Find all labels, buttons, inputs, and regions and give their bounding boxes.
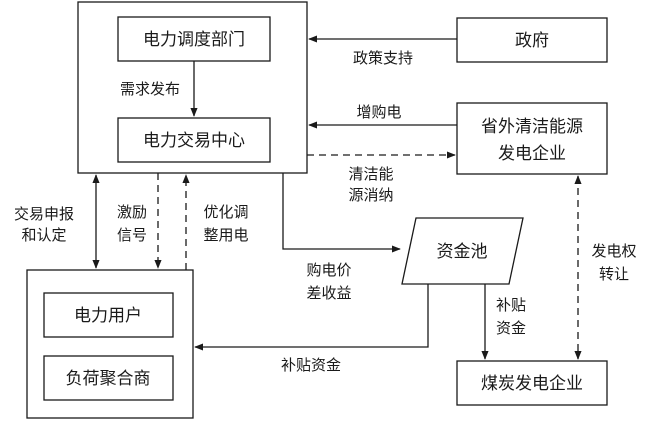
power-user-node [43, 292, 174, 338]
clean-consumption-label-line1: 清洁能 [348, 165, 393, 183]
load-aggregator-node [43, 355, 174, 401]
power-user-label: 电力用户 [74, 306, 142, 326]
price-gain-label-line1: 购电价 [306, 261, 351, 279]
dispatch-node [117, 16, 271, 62]
fund-pool-node [401, 217, 524, 285]
demand-release-label: 需求发布 [120, 80, 180, 98]
buy-more-label: 增购电 [356, 103, 401, 121]
trading-center-label: 电力交易中心 [143, 131, 245, 151]
dispatch-label: 电力调度部门 [143, 30, 245, 50]
trade-declaration-label-line1: 交易申报 [14, 205, 74, 223]
fund-pool-label: 资金池 [437, 242, 488, 262]
clean-generator-label-line2: 发电企业 [498, 144, 566, 164]
government-node [456, 17, 608, 63]
optimize-usage-label-line2: 整用电 [203, 226, 248, 244]
subsidy-to-users-label: 补贴资金 [281, 356, 341, 374]
policy-support-label: 政策支持 [353, 49, 413, 67]
subsidy-fund-label-line1: 补贴 [496, 296, 526, 314]
clean-consumption-label-line2: 源消纳 [348, 186, 393, 204]
clean-generator-label-line1: 省外清洁能源 [481, 117, 583, 137]
subsidy-fund-label-line2: 资金 [496, 319, 526, 337]
generation-rights-label-line1: 发电权 [591, 242, 636, 260]
coal-generator-label: 煤炭发电企业 [481, 374, 583, 394]
trading-center-node [117, 117, 271, 163]
subsidy-to-users-arrow [194, 284, 429, 351]
aggregator-label: 负荷聚合商 [66, 369, 151, 389]
incentive-signal-label-line1: 激励 [117, 203, 147, 221]
clean-energy-generator-node [456, 102, 608, 175]
coal-generator-node [456, 360, 608, 406]
price-gain-arrow [282, 173, 401, 253]
trade-declaration-label-line2: 和认定 [21, 226, 66, 244]
incentive-signal-label-line2: 信号 [117, 226, 147, 244]
government-label: 政府 [515, 31, 549, 51]
price-gain-label-line2: 差收益 [306, 284, 351, 302]
optimize-usage-label-line1: 优化调 [203, 203, 248, 221]
generation-rights-label-line2: 转让 [599, 265, 629, 283]
